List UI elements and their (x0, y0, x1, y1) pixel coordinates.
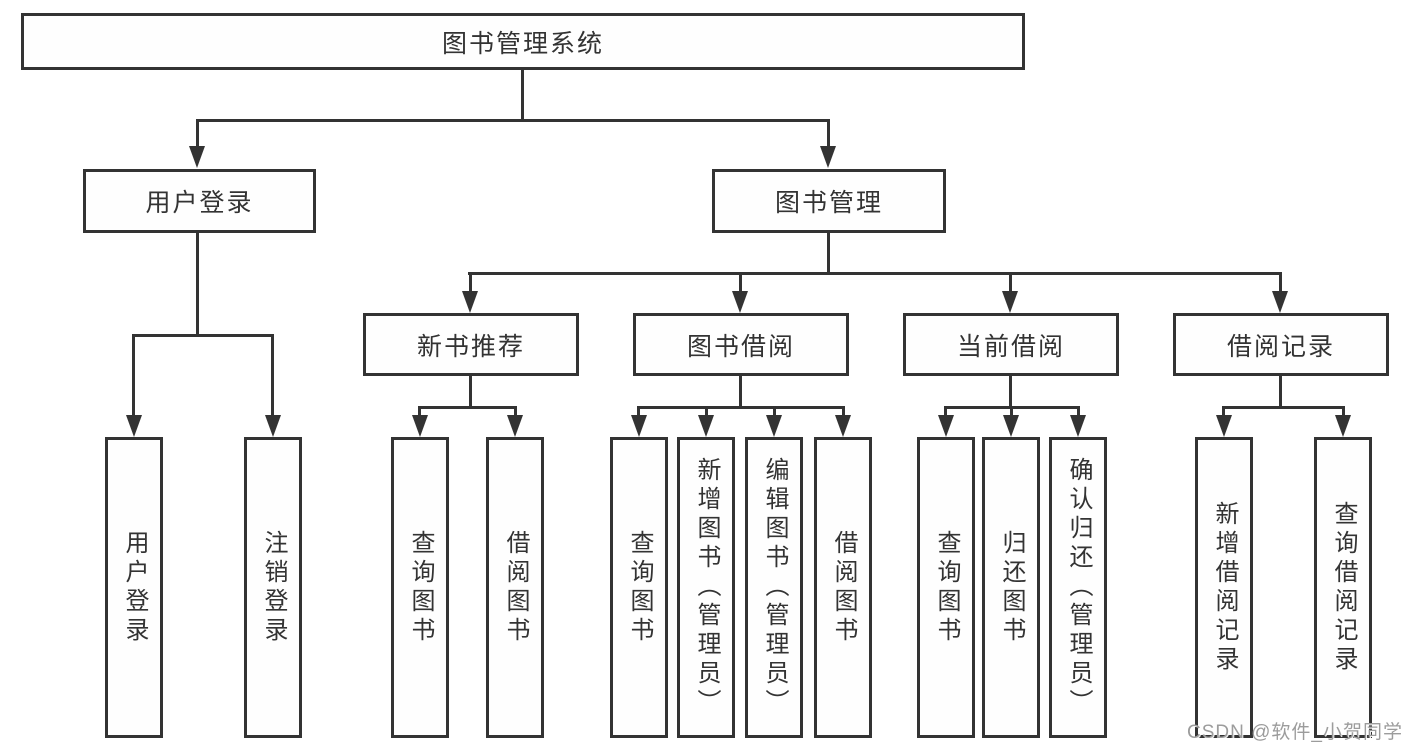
connector-line (637, 406, 640, 420)
connector-line (468, 272, 1282, 275)
connector-line (827, 119, 830, 150)
connector-line (842, 406, 845, 420)
leaf-label: 借阅图书 (830, 529, 857, 646)
arrow-down-icon (835, 415, 851, 437)
leaf-record-query-borrow-record: 查询借阅记录 (1314, 437, 1372, 738)
node-current-borrow: 当前借阅 (903, 313, 1119, 376)
connector-line (1342, 406, 1345, 420)
connector-line (469, 376, 472, 409)
node-user-login: 用户登录 (83, 169, 316, 233)
arrow-down-icon (507, 415, 523, 437)
leaf-label: 新增图书（管理员） (693, 457, 720, 718)
node-label: 借阅记录 (1226, 332, 1335, 361)
connector-line (827, 233, 830, 274)
csdn-watermark: CSDN @软件_小贺同学 (1187, 722, 1403, 743)
arrow-down-icon (462, 291, 478, 313)
leaf-label: 借阅图书 (502, 529, 529, 646)
arrow-down-icon (412, 415, 428, 437)
leaf-newbook-borrow-books: 借阅图书 (486, 437, 544, 738)
connector-line (469, 272, 472, 295)
leaf-current-query-books: 查询图书 (917, 437, 975, 738)
arrow-down-icon (189, 146, 205, 168)
arrow-down-icon (1002, 291, 1018, 313)
leaf-user-login: 用户登录 (105, 437, 163, 738)
connector-line (132, 334, 274, 337)
leaf-label: 查询图书 (626, 529, 653, 646)
arrow-down-icon (820, 146, 836, 168)
leaf-label: 查询图书 (407, 529, 434, 646)
connector-line (637, 406, 845, 409)
arrow-down-icon (732, 291, 748, 313)
leaf-borrow-edit-books-admin: 编辑图书（管理员） (745, 437, 803, 738)
leaf-record-add-borrow-record: 新增借阅记录 (1195, 437, 1253, 738)
connector-line (196, 232, 199, 336)
leaf-label: 查询借阅记录 (1330, 500, 1357, 675)
connector-line (705, 406, 708, 420)
arrow-down-icon (766, 415, 782, 437)
connector-line (1009, 272, 1012, 295)
connector-line (739, 376, 742, 409)
leaf-current-return-books: 归还图书 (982, 437, 1040, 738)
leaf-borrow-query-books: 查询图书 (610, 437, 668, 738)
leaf-logout: 注销登录 (244, 437, 302, 738)
connector-line (196, 119, 199, 150)
leaf-current-confirm-return-admin: 确认归还（管理员） (1049, 437, 1107, 738)
leaf-label: 查询图书 (933, 529, 960, 646)
leaf-newbook-query-books: 查询图书 (391, 437, 449, 738)
leaf-label: 注销登录 (260, 529, 287, 646)
connector-line (773, 406, 776, 420)
connector-line (1009, 376, 1012, 409)
arrow-down-icon (1272, 291, 1288, 313)
leaf-label: 编辑图书（管理员） (761, 457, 788, 718)
connector-line (1222, 406, 1345, 409)
node-borrow-record: 借阅记录 (1173, 313, 1389, 376)
node-label: 图书管理 (774, 189, 883, 217)
arrow-down-icon (1335, 415, 1351, 437)
node-label: 当前借阅 (956, 332, 1065, 361)
leaf-label: 新增借阅记录 (1211, 500, 1238, 675)
arrow-down-icon (1003, 415, 1019, 437)
connector-line (1279, 376, 1282, 409)
arrow-down-icon (698, 415, 714, 437)
connector-line (418, 406, 517, 409)
arrow-down-icon (938, 415, 954, 437)
connector-line (514, 406, 517, 420)
node-root-library-system: 图书管理系统 (21, 13, 1025, 70)
connector-line (132, 334, 135, 419)
connector-line (1077, 406, 1080, 420)
connector-line (944, 406, 947, 420)
leaf-borrow-borrow-books: 借阅图书 (814, 437, 872, 738)
arrow-down-icon (126, 415, 142, 437)
connector-line (1222, 406, 1225, 420)
node-book-borrow: 图书借阅 (633, 313, 849, 376)
connector-line (196, 119, 830, 122)
node-new-book-recommend: 新书推荐 (363, 313, 579, 376)
node-book-management: 图书管理 (712, 169, 946, 233)
node-label: 新书推荐 (416, 332, 525, 361)
connector-line (1279, 272, 1282, 295)
connector-line (418, 406, 421, 420)
connector-line (521, 69, 524, 122)
leaf-borrow-add-books-admin: 新增图书（管理员） (677, 437, 735, 738)
connector-line (271, 334, 274, 419)
arrow-down-icon (1216, 415, 1232, 437)
leaf-label: 用户登录 (121, 529, 148, 646)
leaf-label: 确认归还（管理员） (1065, 457, 1092, 718)
node-label: 图书管理系统 (441, 29, 604, 58)
connector-line (739, 272, 742, 295)
arrow-down-icon (631, 415, 647, 437)
arrow-down-icon (1070, 415, 1086, 437)
node-label: 用户登录 (145, 189, 254, 217)
arrow-down-icon (265, 415, 281, 437)
leaf-label: 归还图书 (998, 529, 1025, 646)
node-label: 图书借阅 (686, 332, 795, 361)
connector-line (1010, 406, 1013, 420)
